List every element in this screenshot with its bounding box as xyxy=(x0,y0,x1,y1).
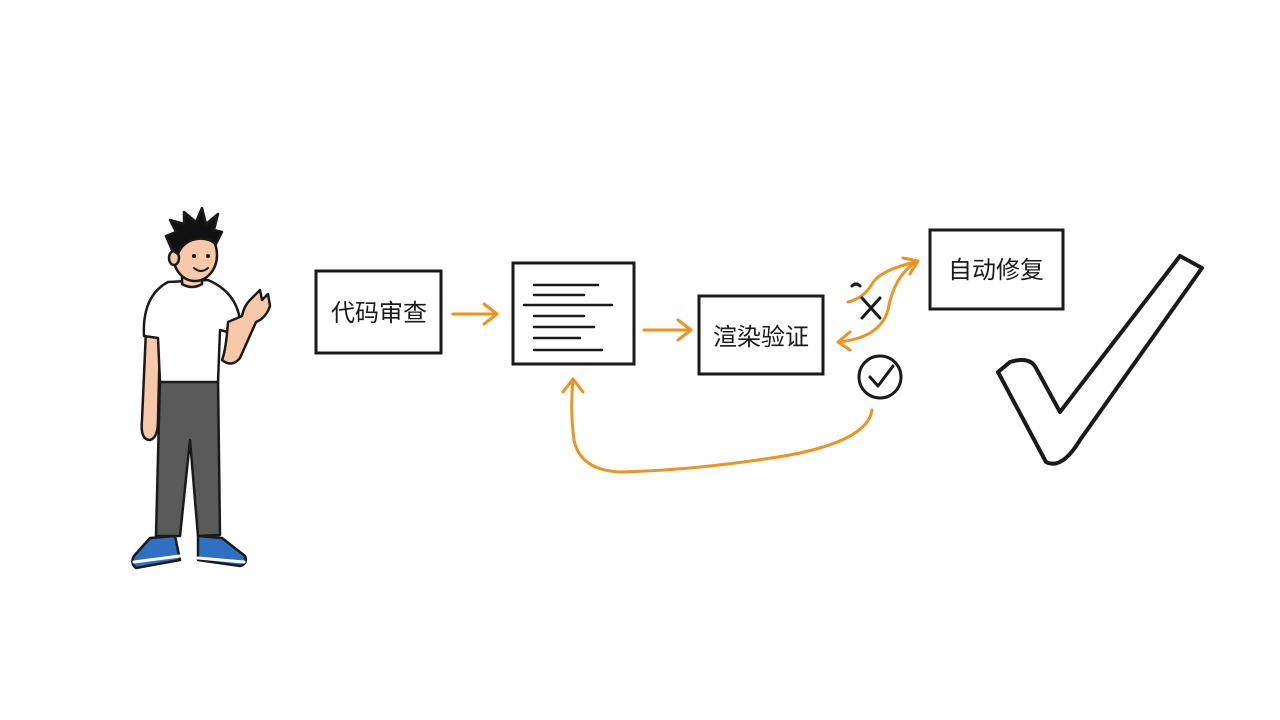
cross-icon xyxy=(850,282,882,320)
node-auto-fix: 自动修复 xyxy=(928,228,1065,311)
code-review-label: 代码审查 xyxy=(331,299,427,327)
node-render-verify: 渲染验证 xyxy=(697,294,825,376)
shirt xyxy=(142,278,242,384)
arrow-autofix-to-render xyxy=(836,260,918,352)
arrow-render-to-autofix xyxy=(836,256,920,344)
left-shoe xyxy=(131,534,182,570)
auto-fix-label: 自动修复 xyxy=(948,256,1044,284)
arrow-review-to-doc xyxy=(451,302,499,326)
render-verify-label: 渲染验证 xyxy=(713,323,809,351)
document-lines-icon xyxy=(522,283,614,352)
hair xyxy=(164,206,224,256)
arrow-doc-to-render xyxy=(642,318,693,342)
pants xyxy=(154,376,222,538)
check-circle-icon xyxy=(857,354,903,400)
node-document xyxy=(511,261,636,366)
arrow-loop-back-to-document xyxy=(561,377,874,474)
node-code-review: 代码审查 xyxy=(314,269,443,355)
left-arm xyxy=(140,328,162,442)
right-arm xyxy=(220,288,272,365)
person-illustration xyxy=(131,206,272,570)
big-checkmark-icon xyxy=(996,254,1204,466)
